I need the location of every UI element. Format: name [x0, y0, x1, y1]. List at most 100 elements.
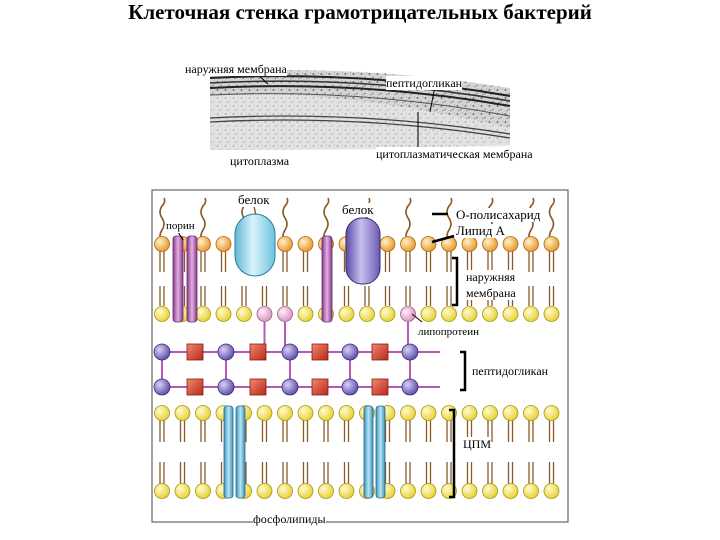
membrane-protein-channel — [223, 405, 234, 499]
porin-channel — [172, 235, 184, 323]
label-outer-membrane-line2: мембрана — [466, 286, 516, 300]
membrane-protein-channel — [235, 405, 246, 499]
label-protein-2: белок — [342, 202, 374, 217]
label-outer-membrane-micrograph: наружняя мембрана — [185, 62, 287, 76]
nam-sugar — [371, 378, 389, 396]
bracket-outer-membrane — [452, 256, 459, 307]
o-polysaccharide-chain — [446, 197, 453, 243]
phospholipid-head — [482, 306, 498, 322]
nam-sugar — [311, 343, 329, 361]
phospholipid-head — [277, 483, 293, 499]
nag-sugar — [217, 378, 235, 396]
phospholipid-head — [277, 405, 293, 421]
lipid-a-head — [297, 236, 314, 252]
label-o-polysaccharide: О-полисахарид — [456, 207, 541, 222]
label-phospholipids: фосфолипиды — [253, 512, 326, 526]
lipid-a-head — [461, 236, 478, 252]
phospholipid-head — [338, 306, 355, 322]
nag-sugar — [341, 343, 359, 361]
phospholipid-head — [297, 483, 314, 499]
phospholipid-head — [400, 483, 416, 499]
electron-micrograph — [209, 70, 511, 150]
phospholipid-head — [502, 483, 519, 499]
phospholipid-head — [338, 483, 355, 499]
arrow-lipoprotein — [411, 313, 423, 323]
label-outer-membrane-line1: наружняя — [466, 270, 516, 284]
o-polysaccharide-chain — [323, 197, 330, 243]
o-polysaccharide-chain — [200, 197, 207, 243]
phospholipid-head — [482, 483, 498, 499]
phospholipid-head — [420, 306, 437, 322]
lipid-a-head — [195, 236, 211, 252]
nam-sugar — [249, 343, 267, 361]
phospholipid-head — [502, 405, 519, 421]
phospholipid-head — [174, 405, 191, 421]
phospholipid-head — [236, 306, 252, 322]
bracket-peptidoglycan — [460, 350, 467, 392]
label-cpm: ЦПМ — [463, 437, 492, 451]
nag-sugar — [281, 343, 299, 361]
nam-sugar — [249, 378, 267, 396]
nag-sugar — [401, 378, 419, 396]
label-cytoplasm: цитоплазма — [230, 154, 290, 168]
lipoprotein-head — [400, 306, 416, 322]
label-peptidoglycan-micrograph: пептидогликан — [386, 76, 463, 90]
page-title: Клеточная стенка грамотрицательных бакте… — [128, 0, 592, 24]
phospholipid-head — [195, 483, 211, 499]
label-cytoplasmic-membrane: цитоплазматическая мембрана — [376, 147, 533, 161]
phospholipid-head — [256, 405, 273, 421]
nag-sugar — [153, 343, 171, 361]
phospholipid-head — [420, 405, 437, 421]
nag-sugar — [401, 343, 419, 361]
model-frame — [151, 189, 569, 523]
porin-channel — [186, 235, 198, 323]
phospholipid-head — [379, 306, 396, 322]
phospholipid-head — [195, 405, 211, 421]
lipid-a-head — [400, 236, 416, 252]
protein-1 — [234, 213, 276, 277]
phospholipid-head — [215, 306, 232, 322]
label-lipoprotein: липопротеин — [418, 325, 479, 339]
lipid-a-head — [215, 236, 232, 252]
label-porin: порин — [166, 219, 195, 233]
nag-sugar — [217, 343, 235, 361]
nam-sugar — [311, 378, 329, 396]
phospholipid-head — [543, 306, 560, 322]
phospholipid-head — [154, 483, 170, 499]
phospholipid-head — [318, 483, 334, 499]
lipid-a-head — [420, 236, 437, 252]
lipid-a-head — [154, 236, 170, 252]
membrane-protein-channel — [363, 405, 374, 499]
arrow-lipid-a — [431, 234, 455, 244]
nag-sugar — [341, 378, 359, 396]
phospholipid-head — [297, 405, 314, 421]
phospholipid-head — [256, 483, 273, 499]
phospholipid-head — [154, 306, 170, 322]
porin-channel — [321, 235, 333, 323]
lipid-a-head — [277, 236, 293, 252]
phospholipid-head — [543, 483, 560, 499]
o-polysaccharide-chain — [159, 197, 166, 243]
phospholipid-head — [338, 405, 355, 421]
protein-2 — [345, 217, 381, 285]
phospholipid-head — [154, 405, 170, 421]
lipoprotein-head — [256, 306, 273, 322]
lipid-a-head — [379, 236, 396, 252]
o-polysaccharide-chain — [282, 197, 289, 243]
nag-sugar — [153, 378, 171, 396]
lipid-a-head — [523, 236, 539, 252]
phospholipid-head — [461, 405, 478, 421]
phospholipid-head — [318, 405, 334, 421]
phospholipid-head — [523, 306, 539, 322]
arrow-porin — [177, 231, 184, 241]
phospholipid-head — [441, 306, 457, 322]
o-polysaccharide-chain — [548, 197, 555, 243]
nam-sugar — [186, 343, 204, 361]
phospholipid-head — [195, 306, 211, 322]
o-polysaccharide-chain — [405, 197, 412, 243]
nag-sugar — [281, 378, 299, 396]
phospholipid-head — [523, 483, 539, 499]
label-peptidoglycan-model: пептидогликан — [472, 364, 549, 378]
phospholipid-head — [297, 306, 314, 322]
